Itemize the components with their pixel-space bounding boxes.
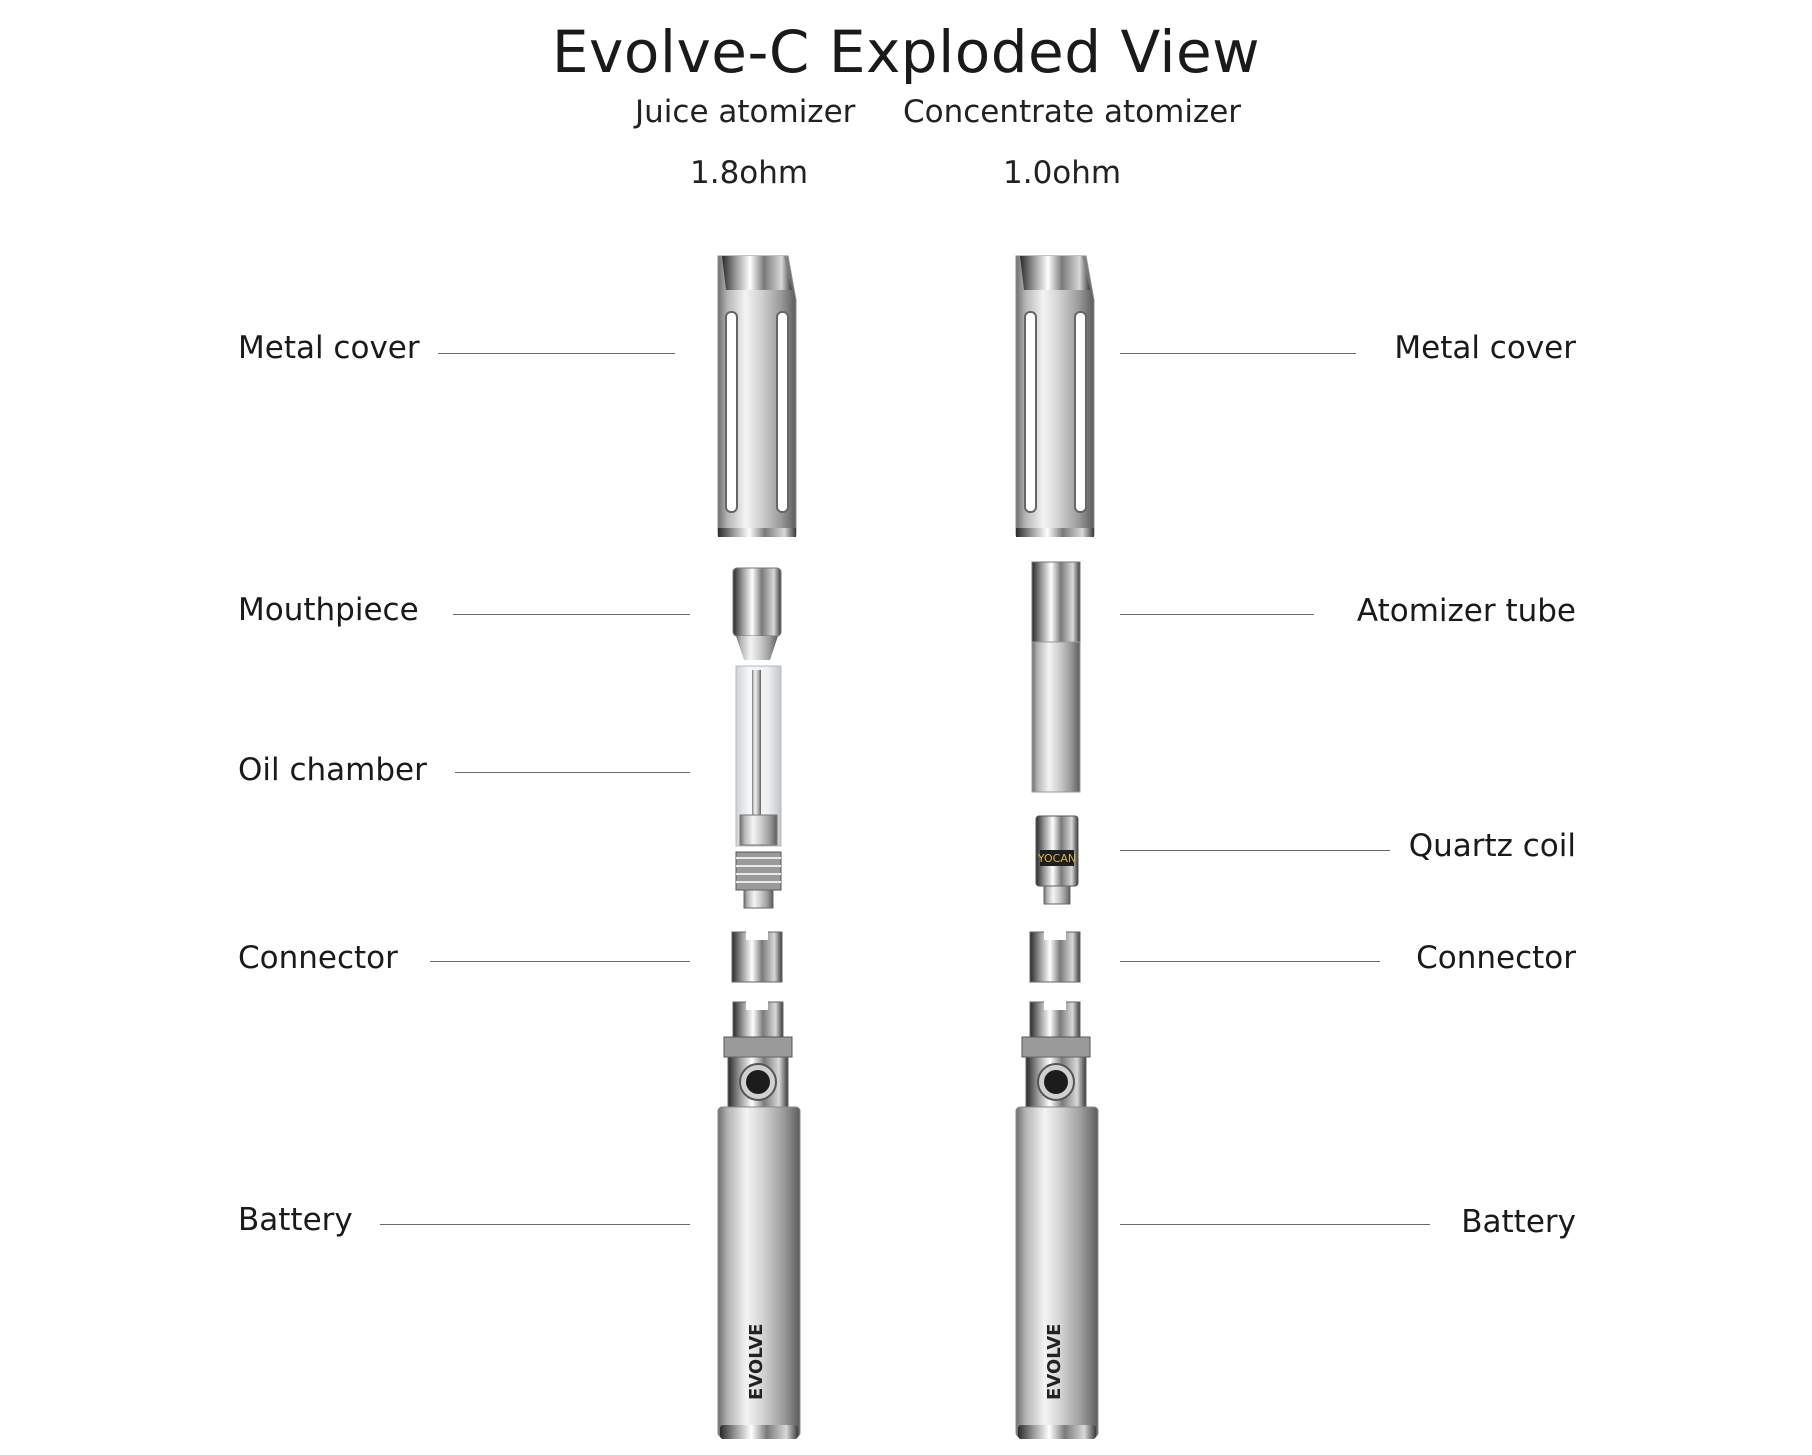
left-connector	[731, 930, 783, 983]
diagram-title: Evolve-C Exploded View	[551, 18, 1261, 86]
label-left-oil-chamber: Oil chamber	[238, 752, 427, 788]
right-battery: EVOLVE	[1015, 1000, 1099, 1439]
leader-line-right-atomizer-tube	[1120, 614, 1314, 615]
right-battery-brand-text: EVOLVE	[1044, 1324, 1065, 1400]
resistance-concentrate: 1.0ohm	[1003, 155, 1122, 191]
column-title-juice: Juice atomizer	[635, 94, 856, 130]
leader-line-right-metal-cover	[1120, 353, 1356, 354]
left-mouthpiece	[732, 567, 782, 660]
leader-line-left-mouthpiece	[453, 614, 690, 615]
resistance-juice: 1.8ohm	[690, 155, 809, 191]
label-right-connector: Connector	[1416, 940, 1576, 976]
right-connector	[1029, 930, 1081, 983]
label-right-atomizer-tube: Atomizer tube	[1356, 593, 1576, 629]
coil-brand-text: YOCAN	[1037, 852, 1076, 865]
leader-line-left-metal-cover	[438, 353, 675, 354]
label-left-metal-cover: Metal cover	[238, 330, 420, 366]
label-right-metal-cover: Metal cover	[1394, 330, 1576, 366]
leader-line-left-connector	[430, 961, 690, 962]
leader-line-right-quartz-coil	[1120, 850, 1390, 851]
right-quartz-coil: YOCAN	[1035, 815, 1079, 905]
label-left-mouthpiece: Mouthpiece	[238, 592, 419, 628]
label-left-battery: Battery	[238, 1202, 353, 1238]
label-right-battery: Battery	[1461, 1204, 1576, 1240]
right-metal-cover	[1015, 255, 1095, 537]
column-title-concentrate: Concentrate atomizer	[903, 94, 1242, 130]
right-atomizer-tube	[1031, 561, 1081, 793]
left-oil-chamber	[735, 665, 782, 909]
leader-line-left-battery	[380, 1224, 690, 1225]
leader-line-right-battery	[1120, 1224, 1430, 1225]
leader-line-right-connector	[1120, 961, 1380, 962]
label-left-connector: Connector	[238, 940, 398, 976]
left-battery: EVOLVE	[717, 1000, 801, 1439]
leader-line-left-oil-chamber	[455, 772, 690, 773]
left-battery-brand-text: EVOLVE	[746, 1324, 767, 1400]
label-right-quartz-coil: Quartz coil	[1408, 828, 1576, 864]
left-metal-cover	[717, 255, 797, 537]
